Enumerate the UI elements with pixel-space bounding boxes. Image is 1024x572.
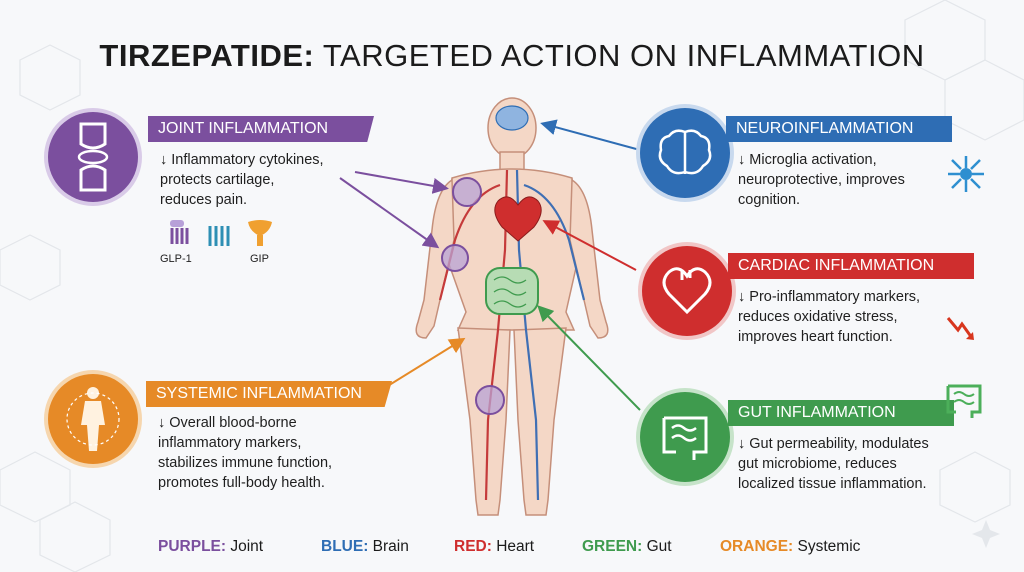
brain-organ xyxy=(495,105,529,131)
knee-joint-highlight xyxy=(475,385,505,415)
brain-icon xyxy=(640,108,730,198)
gip-receptor-icon-blue xyxy=(208,226,230,246)
knee-joint-icon xyxy=(48,112,138,202)
cardiac-description: ↓ Pro-inflammatory markers, reduces oxid… xyxy=(738,289,921,345)
intestine-icon xyxy=(640,392,730,482)
body-outline xyxy=(415,97,609,516)
gut-description: ↓ Gut permeability, modulates gut microb… xyxy=(738,436,929,492)
gip-receptor-icon xyxy=(248,220,272,246)
gip-label: GIP xyxy=(250,253,269,265)
legend-orange: ORANGE: Systemic xyxy=(720,538,861,555)
systemic-description: ↓ Overall blood-borne inflammatory marke… xyxy=(158,415,333,491)
joint-description: ↓ Inflammatory cytokines, protects carti… xyxy=(160,152,324,208)
gut-organ xyxy=(485,267,539,315)
neuro-description: ↓ Microglia activation, neuroprotective,… xyxy=(738,152,905,208)
neuro-heading: NEUROINFLAMMATION xyxy=(726,116,952,142)
gut-heading: GUT INFLAMMATION xyxy=(728,400,954,426)
decrease-arrow-icon xyxy=(946,317,974,340)
systemic-heading: SYSTEMIC INFLAMMATION xyxy=(146,381,392,407)
elbow-joint-highlight xyxy=(441,244,469,272)
joint-heading: JOINT INFLAMMATION xyxy=(148,116,374,142)
human-body-icon xyxy=(48,374,138,464)
neuron-icon xyxy=(948,156,984,192)
legend-green: GREEN: Gut xyxy=(582,538,672,555)
cardiac-heading: CARDIAC INFLAMMATION xyxy=(728,253,974,279)
small-intestine-icon xyxy=(946,384,982,418)
heart-icon xyxy=(642,246,732,336)
heart-organ xyxy=(494,196,542,242)
glp1-label: GLP-1 xyxy=(160,253,192,265)
legend-red: RED: Heart xyxy=(454,538,535,555)
shoulder-joint-highlight xyxy=(452,177,482,207)
page-title: TIRZEPATIDE: TARGETED ACTION ON INFLAMMA… xyxy=(99,38,925,73)
glp1-receptor-icon xyxy=(170,220,189,244)
legend-purple: PURPLE: Joint xyxy=(158,538,264,555)
legend-blue: BLUE: Brain xyxy=(321,538,409,555)
